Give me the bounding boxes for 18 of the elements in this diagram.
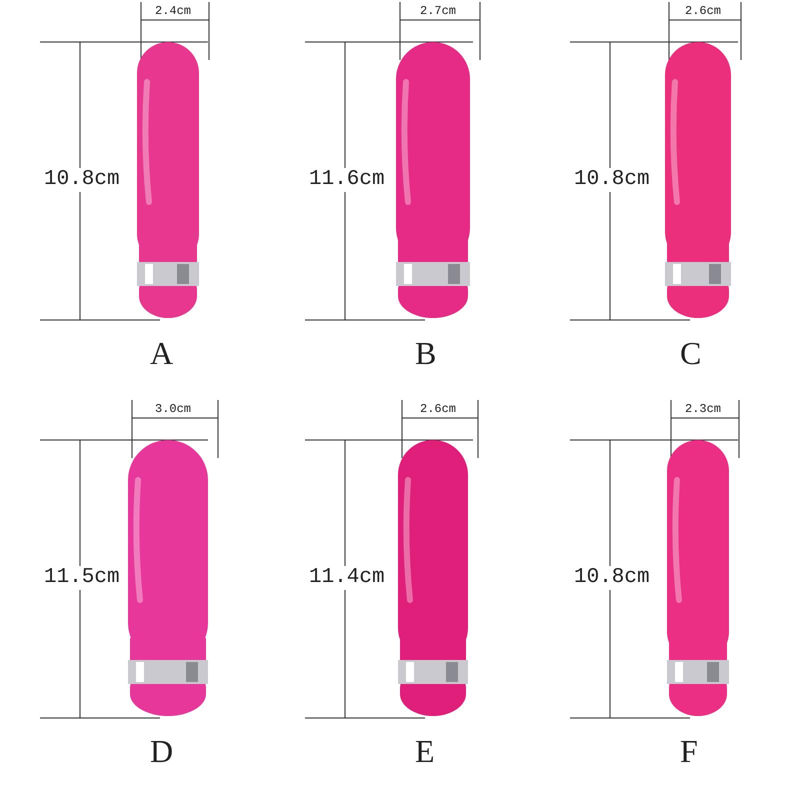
width-dimension: 2.4cm — [155, 4, 192, 18]
product-letter: D — [150, 734, 174, 768]
width-dimension: 2.3cm — [685, 402, 722, 416]
width-dimension: 3.0cm — [155, 402, 192, 416]
height-dimension: 11.5cm — [44, 566, 120, 590]
height-dimension: 10.8cm — [44, 168, 120, 192]
product-letter: F — [680, 734, 698, 768]
width-dimension: 2.6cm — [420, 402, 456, 416]
product-letter: B — [415, 336, 436, 370]
product-letter: A — [150, 336, 174, 370]
height-dimension: 11.6cm — [309, 168, 385, 192]
width-dimension: 2.7cm — [420, 4, 456, 18]
height-dimension: 11.4cm — [309, 566, 385, 590]
product-letter: E — [415, 734, 435, 768]
height-dimension: 10.8cm — [574, 168, 650, 192]
height-dimension: 10.8cm — [574, 566, 650, 590]
product-letter: C — [680, 336, 702, 370]
width-dimension: 2.6cm — [685, 4, 722, 18]
